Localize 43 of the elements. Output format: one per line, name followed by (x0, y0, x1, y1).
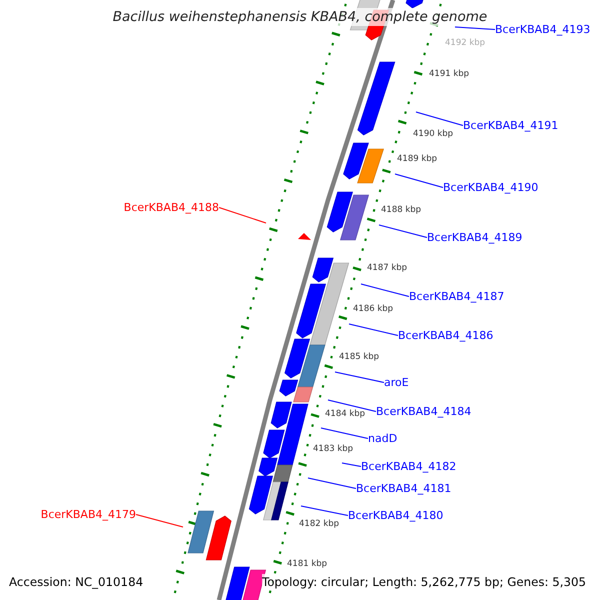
scale-label: 4182 kbp (299, 519, 340, 529)
gene-label: BcerKBAB4_4188 (124, 201, 219, 214)
scale-label: 4191 kbp (429, 69, 470, 79)
leader-line (360, 284, 410, 297)
leader-line (320, 428, 368, 439)
gene-label: nadD (368, 432, 398, 445)
map-title: Bacillus weihenstephanensis KBAB4, complete genome (112, 8, 488, 26)
scale-label: 4184 kbp (325, 409, 366, 419)
gene-label: BcerKBAB4_4193 (495, 23, 590, 36)
leader-line (308, 478, 356, 489)
gene-label: BcerKBAB4_4186 (398, 329, 494, 342)
scale-label: 4185 kbp (339, 352, 380, 362)
scale-label: 4186 kbp (353, 304, 394, 314)
scale-label: 4189 kbp (397, 154, 438, 164)
leader-line (416, 112, 464, 126)
leader-line (218, 207, 266, 224)
scale-label: 4190 kbp (413, 129, 454, 139)
gene-label: BcerKBAB4_4187 (409, 290, 504, 303)
gene-label: BcerKBAB4_4181 (356, 482, 452, 495)
leader-line (348, 324, 398, 336)
gene-label: BcerKBAB4_4189 (427, 231, 522, 244)
gene-label: BcerKBAB4_4184 (376, 405, 472, 418)
genome-summary: Topology: circular; Length: 5,262,775 bp; Genes: 5,305 (262, 574, 586, 590)
scale-label: 4192 kbp (445, 38, 486, 48)
leader-line (136, 514, 184, 528)
leader-line (334, 372, 384, 383)
leader-line (454, 26, 496, 30)
gene-label: BcerKBAB4_4191 (463, 119, 558, 132)
accession-text: Accession: NC_010184 (9, 574, 144, 590)
leader-line (342, 462, 362, 467)
gene-label: BcerKBAB4_4190 (443, 181, 538, 194)
leader-line (378, 224, 428, 238)
scale-label: 4188 kbp (381, 205, 422, 215)
scale-label: 4183 kbp (313, 444, 354, 454)
gene-label: BcerKBAB4_4182 (361, 460, 456, 473)
gene-label: BcerKBAB4_4179 (40, 508, 136, 521)
leader-line (328, 400, 376, 412)
gene-label: BcerKBAB4_4180 (348, 509, 444, 522)
gene-label: aroE (384, 376, 409, 389)
scale-label: 4187 kbp (367, 263, 408, 273)
leader-line (394, 174, 444, 188)
leader-line (300, 506, 348, 516)
scale-label: 4181 kbp (287, 559, 328, 569)
